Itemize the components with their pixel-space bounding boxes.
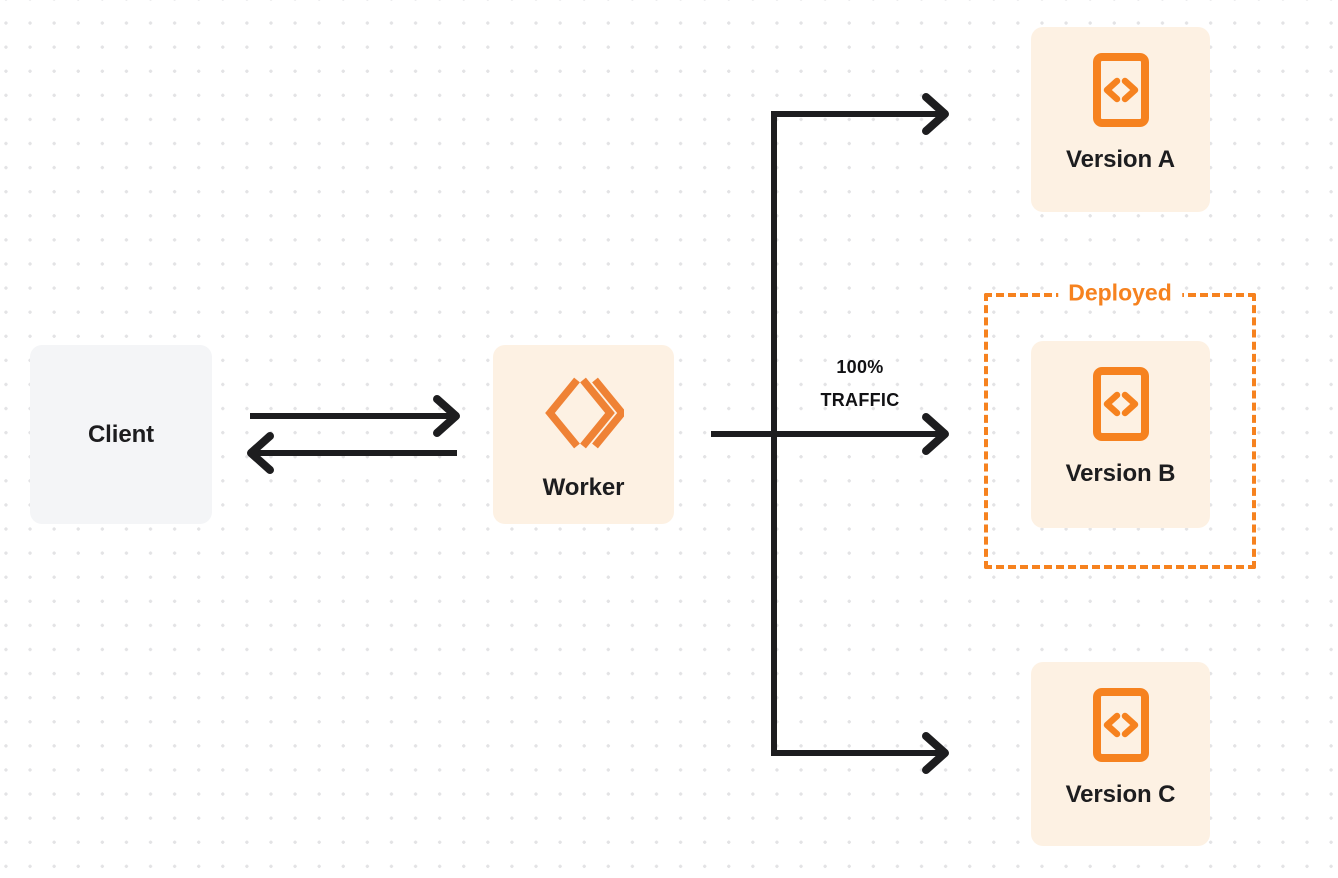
client-label: Client [87,420,155,448]
worker-node[interactable]: Worker [493,345,674,524]
deployed-group-boundary: Deployed [984,281,1256,569]
worker-label: Worker [542,474,625,501]
cloudflare-workers-logo-icon [544,372,627,459]
edge-client-to-worker [250,395,460,437]
edge-trunk-to-version-a [771,93,949,135]
edge-trunk-to-version-c [771,732,949,774]
code-document-icon [1092,688,1150,767]
code-document-icon [1092,53,1150,132]
version-c-label: Version C [1065,781,1176,808]
client-node[interactable]: Client [30,345,212,524]
edge-trunk-to-version-b [774,413,949,455]
version-a-label: Version A [1066,146,1175,173]
version-b-label: Version B [1065,460,1176,487]
version-c-node[interactable]: Version C [1031,662,1210,846]
version-b-node[interactable]: Version B [1031,341,1210,528]
code-document-icon [1092,367,1150,446]
deployed-group-label: Deployed [1058,281,1182,305]
edge-worker-to-client [247,432,457,474]
version-a-node[interactable]: Version A [1031,27,1210,212]
